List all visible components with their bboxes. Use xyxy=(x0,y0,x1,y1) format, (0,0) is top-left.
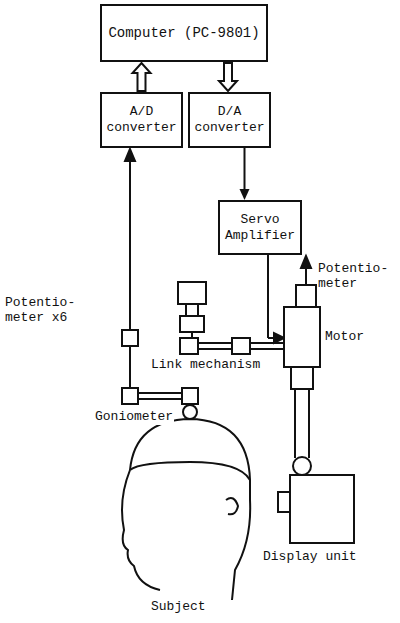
arrow-head xyxy=(125,149,135,161)
box-text: D/A converter xyxy=(194,104,265,135)
part-label: Motor xyxy=(324,330,365,345)
process-box: Computer (PC-9801) xyxy=(100,4,268,62)
display-unit xyxy=(290,475,354,543)
face-profile xyxy=(122,470,160,590)
part-label: Goniometer xyxy=(94,410,174,425)
signal-wire xyxy=(129,160,131,330)
motor xyxy=(284,307,320,367)
part-label: Display unit xyxy=(262,550,358,565)
drive-wire xyxy=(267,255,269,338)
head-back xyxy=(232,500,250,600)
part-label: Link mechanism xyxy=(150,358,261,373)
part-label: Subject xyxy=(150,600,207,615)
goniometer-joint xyxy=(182,388,198,404)
head-cap xyxy=(130,419,250,500)
link-counterweight xyxy=(178,282,206,304)
box-text: Computer (PC-9801) xyxy=(108,25,259,42)
goniometer-mount xyxy=(183,405,197,419)
potentiometer xyxy=(122,330,138,346)
goniometer-arm xyxy=(129,346,131,388)
signal-arrow xyxy=(219,63,237,91)
link-joint xyxy=(232,338,250,354)
potentiometer xyxy=(296,285,316,307)
link-joint xyxy=(180,338,198,354)
process-box: A/D converter xyxy=(100,92,183,148)
signal-arrow xyxy=(240,148,250,200)
process-box: Servo Amplifier xyxy=(218,200,302,255)
part-label: Potentio- meter x6 xyxy=(4,296,90,326)
part-label: Potentio- meter xyxy=(317,262,397,292)
box-text: Servo Amplifier xyxy=(224,212,296,243)
box-text: A/D converter xyxy=(106,104,177,135)
ear xyxy=(226,498,238,514)
goniometer-joint xyxy=(122,388,138,404)
process-box: D/A converter xyxy=(188,92,271,148)
signal-arrow xyxy=(133,63,151,91)
